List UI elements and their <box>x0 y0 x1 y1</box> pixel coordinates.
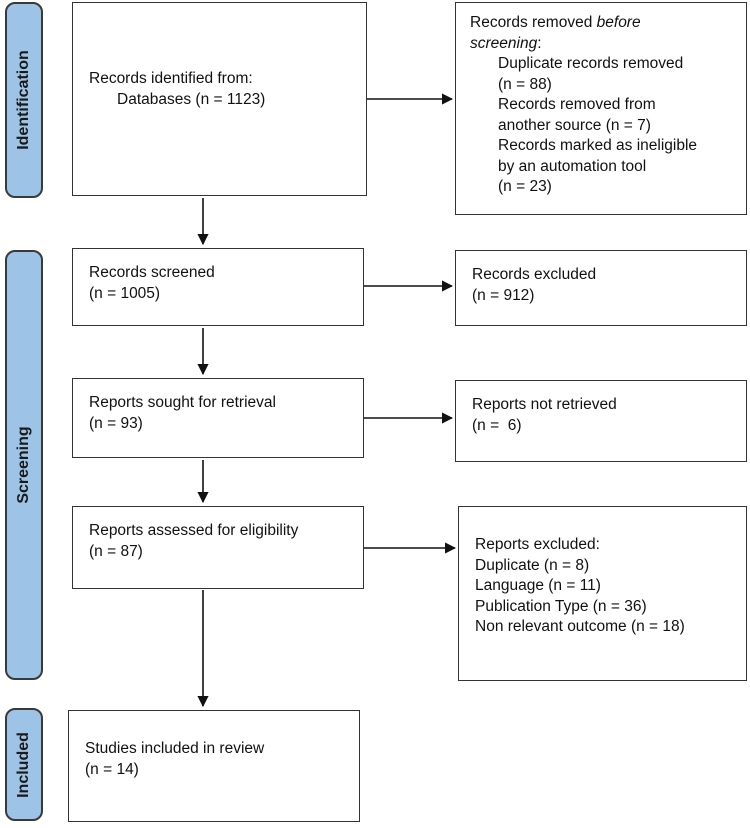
studies-included-title: Studies included in review <box>85 740 265 757</box>
records-removed-item: (n = 23) <box>498 178 552 195</box>
records-removed-box: Records removed before screening: Duplic… <box>455 2 747 215</box>
records-excluded-title: Records excluded <box>472 266 597 283</box>
records-excluded-box: Records excluded (n = 912) <box>455 250 747 326</box>
records-excluded-count: (n = 912) <box>472 286 535 304</box>
reports-not-retrieved-count: (n = 6) <box>472 416 522 434</box>
records-removed-item: by an automation tool <box>498 157 647 175</box>
reports-excluded-title: Reports excluded: <box>475 536 600 553</box>
records-removed-item: another source (n = 7) <box>498 116 651 134</box>
studies-included-count: (n = 14) <box>85 760 139 778</box>
records-removed-title: Records removed before <box>470 14 641 31</box>
records-identified-title: Records identified from: <box>89 70 253 87</box>
reports-sought-box: Reports sought for retrieval (n = 93) <box>72 378 364 458</box>
phase-included: Included <box>5 708 43 821</box>
reports-excluded-item: Publication Type (n = 36) <box>475 597 647 615</box>
records-screened-box: Records screened (n = 1005) <box>72 248 364 326</box>
records-removed-item: Records removed from <box>498 96 656 113</box>
phase-screening: Screening <box>5 250 43 680</box>
reports-not-retrieved-title: Reports not retrieved <box>472 396 617 413</box>
reports-excluded-box: Reports excluded: Duplicate (n = 8) Lang… <box>458 506 747 681</box>
records-identified-count: Databases (n = 1123) <box>117 90 266 108</box>
reports-excluded-item: Language (n = 11) <box>475 577 601 594</box>
reports-assessed-title: Reports assessed for eligibility <box>89 522 299 539</box>
reports-assessed-count: (n = 87) <box>89 542 143 560</box>
records-removed-item: Duplicate records removed <box>498 55 684 72</box>
reports-sought-title: Reports sought for retrieval <box>89 394 276 411</box>
phase-identification: Identification <box>5 2 43 198</box>
records-removed-title-2: screening: <box>470 34 542 52</box>
records-removed-item: (n = 88) <box>498 75 552 93</box>
records-removed-item: Records marked as ineligible <box>498 137 698 154</box>
reports-excluded-item: Duplicate (n = 8) <box>475 556 590 574</box>
studies-included-box: Studies included in review (n = 14) <box>68 710 360 822</box>
records-screened-count: (n = 1005) <box>89 284 161 302</box>
reports-not-retrieved-box: Reports not retrieved (n = 6) <box>455 380 747 462</box>
reports-sought-count: (n = 93) <box>89 414 143 432</box>
records-identified-box: Records identified from: Databases (n = … <box>72 2 367 196</box>
reports-assessed-box: Reports assessed for eligibility (n = 87… <box>72 506 364 589</box>
records-screened-title: Records screened <box>89 264 215 281</box>
reports-excluded-item: Non relevant outcome (n = 18) <box>475 618 685 635</box>
